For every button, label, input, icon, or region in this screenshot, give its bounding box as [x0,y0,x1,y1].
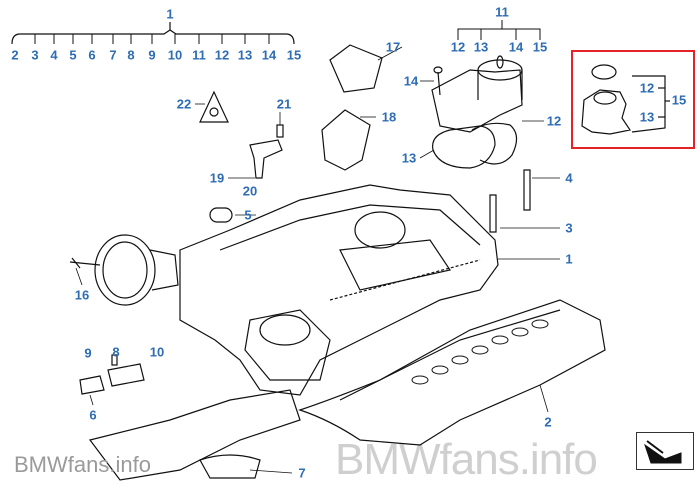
bracket-11-child-label[interactable]: 13 [473,39,489,55]
callout-6[interactable]: 6 [89,407,97,423]
bracket-child-label[interactable]: 13 [237,47,253,63]
callout-8[interactable]: 8 [112,344,120,360]
small-parts [71,90,531,395]
bracket-child-label[interactable]: 2 [11,47,19,63]
bracket-main [11,22,295,45]
callout-21[interactable]: 21 [276,96,292,112]
bracket-child-label[interactable]: 8 [127,47,135,63]
lower-gasket [298,299,606,446]
callout-12[interactable]: 12 [546,113,562,129]
throttle-ring [69,234,179,306]
callout-7[interactable]: 7 [298,465,306,481]
callout-5[interactable]: 5 [244,207,252,223]
bracket-11-parent-label[interactable]: 11 [495,4,509,20]
gaskets [321,44,518,171]
callout-13[interactable]: 13 [401,150,417,166]
bracket-child-label[interactable]: 6 [88,47,96,63]
callout-3[interactable]: 3 [565,220,573,236]
bracket-child-label[interactable]: 12 [214,47,230,63]
callout-19[interactable]: 19 [209,170,225,186]
bracket-child-label[interactable]: 15 [286,47,302,63]
callout-16[interactable]: 16 [74,287,90,303]
oil-filter-housing [431,55,523,133]
next-page-button[interactable] [636,432,694,470]
bracket-child-label[interactable]: 11 [192,47,206,63]
bracket-child-label[interactable]: 4 [50,47,58,63]
highlight-callout-12[interactable]: 12 [639,80,655,96]
callout-22[interactable]: 22 [176,96,192,112]
callout-17[interactable]: 17 [385,39,401,55]
callout-9[interactable]: 9 [84,345,92,361]
bracket-11-child-label[interactable]: 12 [450,39,466,55]
watermark-top: BMWfans.info [335,435,598,484]
bracket-child-label[interactable]: 10 [167,47,183,63]
bracket-11-child-label[interactable]: 14 [508,39,524,55]
bracket-11 [457,20,541,40]
lower-left-shield [88,389,301,481]
callout-1[interactable]: 1 [565,251,573,267]
callout-14[interactable]: 14 [403,73,419,89]
watermark-bottom: BMWfans.info [14,452,151,477]
bracket-child-label[interactable]: 3 [31,47,39,63]
leader-lines [75,46,560,474]
callout-10[interactable]: 10 [149,344,165,360]
callout-2[interactable]: 2 [544,414,552,430]
callout-4[interactable]: 4 [565,170,573,186]
next-arrow-icon [644,440,682,464]
highlight-callout-13[interactable]: 13 [639,109,655,125]
bracket-child-label[interactable]: 5 [69,47,77,63]
highlight-part [581,64,670,135]
bracket-11-child-label[interactable]: 15 [532,39,548,55]
bracket-child-label[interactable]: 9 [148,47,156,63]
highlight-callout-15[interactable]: 15 [671,92,687,108]
valve-cover [179,184,499,396]
bracket-parent-label[interactable]: 1 [166,6,174,22]
highlight-box [571,50,695,149]
callout-18[interactable]: 18 [381,109,397,125]
callout-20[interactable]: 20 [242,183,258,199]
bracket-child-label[interactable]: 7 [109,47,117,63]
bracket-child-label[interactable]: 14 [261,47,277,63]
